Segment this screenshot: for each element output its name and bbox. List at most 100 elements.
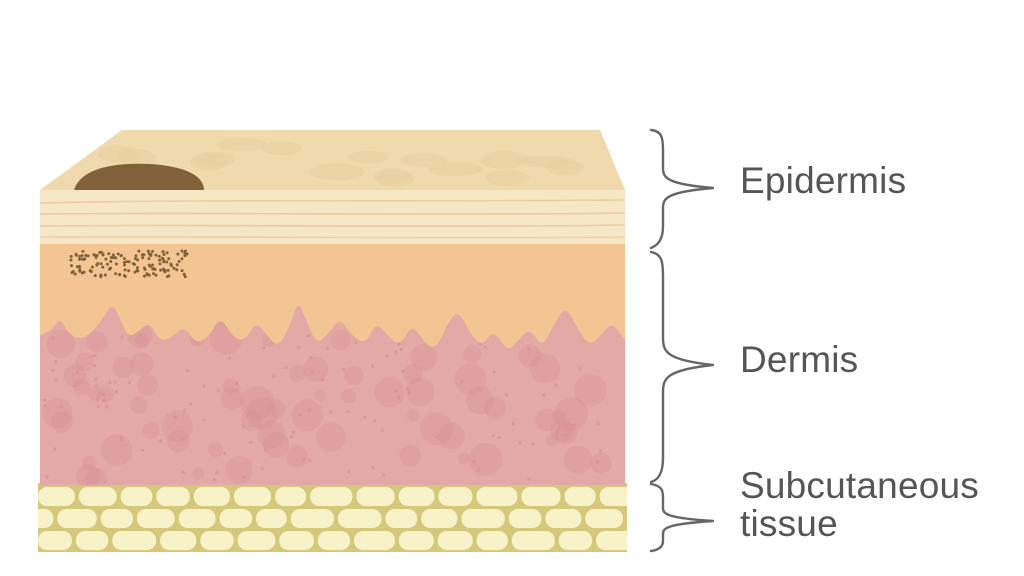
fat-cell xyxy=(237,531,276,550)
melanin-dot xyxy=(154,253,158,257)
melanin-dot xyxy=(183,254,187,258)
dermis-spot xyxy=(406,409,420,422)
fat-cell xyxy=(476,487,518,506)
subcutaneous-label-line2: tissue xyxy=(740,503,838,544)
dermis-dot xyxy=(298,413,302,417)
melanin-dot xyxy=(180,257,184,261)
dermis-dot xyxy=(289,435,294,439)
fat-cell xyxy=(112,531,157,550)
dermis-spot xyxy=(573,374,607,407)
melanin-dot xyxy=(162,252,166,256)
melanin-dot xyxy=(147,263,151,267)
dermis-spot xyxy=(289,364,307,382)
dermis-spot xyxy=(73,378,91,396)
melanin-dot xyxy=(140,253,144,257)
dermis-dot xyxy=(297,345,301,350)
fat-cell xyxy=(100,509,133,528)
dermis-dot xyxy=(527,477,531,481)
dermis-dot xyxy=(380,429,384,433)
melanin-dot xyxy=(78,266,82,270)
melanin-dot xyxy=(127,260,131,264)
dermis-spot xyxy=(130,352,154,376)
dermis-spot xyxy=(76,463,101,485)
dermis-dot xyxy=(248,440,253,444)
dermis-dot xyxy=(92,363,97,368)
melanin-dot xyxy=(154,273,158,277)
epidermis-bracket xyxy=(649,128,715,250)
melanin-dot xyxy=(101,253,105,257)
dermis-dot xyxy=(491,433,496,438)
fat-cell xyxy=(398,487,435,506)
melanin-dot xyxy=(123,263,127,267)
melanin-dot xyxy=(151,263,155,267)
dermis-dot xyxy=(554,383,558,387)
fat-cell xyxy=(78,487,117,506)
epidermis-cell xyxy=(217,137,268,151)
melanin-dot xyxy=(118,273,122,277)
melanin-dot xyxy=(83,257,87,261)
dermis-spot xyxy=(545,433,559,447)
dermis-spot xyxy=(291,399,324,432)
dermis-dot xyxy=(385,354,390,358)
melanin-dot xyxy=(175,268,179,272)
dermis-dot xyxy=(564,433,568,437)
epidermis-stripe xyxy=(39,236,626,239)
dermis-dot xyxy=(94,377,98,381)
melanin-dot xyxy=(133,257,137,261)
fat-cell xyxy=(75,531,109,550)
melanin-dot xyxy=(131,262,135,266)
subcutaneous-label: Subcutaneous tissue xyxy=(740,467,979,543)
melanin-dot xyxy=(114,256,118,260)
dermis-dot xyxy=(526,347,531,351)
dermis-dot xyxy=(241,424,246,429)
melanin-dot xyxy=(70,264,74,268)
epidermis-front-face xyxy=(40,190,625,244)
epidermis-cell xyxy=(194,151,236,167)
fat-cell xyxy=(354,531,395,550)
melanin-dot xyxy=(172,266,176,270)
fat-cell xyxy=(120,487,153,506)
dermis-spot xyxy=(63,364,87,387)
melanin-dot xyxy=(99,262,103,266)
melanin-dot xyxy=(122,257,126,261)
fat-cell xyxy=(437,531,473,550)
melanin-dot xyxy=(92,253,96,257)
fat-cell xyxy=(178,509,216,528)
dermis-spot xyxy=(590,452,612,475)
melanin-dot xyxy=(161,250,165,254)
melanin-dot xyxy=(88,269,92,273)
melanin-dot xyxy=(169,262,173,266)
subcutaneous-layer xyxy=(38,483,627,552)
melanin-dot xyxy=(123,274,127,278)
melanin-dot xyxy=(135,269,139,273)
melanin-dot xyxy=(165,260,169,264)
melanin-dot xyxy=(84,253,88,257)
dermis-dot xyxy=(215,470,219,475)
melanin-dot xyxy=(73,272,77,276)
melanin-dot xyxy=(111,253,115,257)
dermis-dot xyxy=(321,378,325,382)
melanin-dot xyxy=(142,274,146,278)
dermis-label: Dermis xyxy=(740,339,859,380)
melanin-dot xyxy=(114,262,118,266)
dermis-dot xyxy=(43,398,47,402)
dermis-spot xyxy=(142,421,160,439)
dermis-dot xyxy=(595,460,600,464)
epidermis-label: Epidermis xyxy=(740,160,907,201)
melanin-dot xyxy=(183,275,187,279)
fat-cell xyxy=(156,487,190,506)
dermis-dot xyxy=(381,473,385,477)
melanin-dot xyxy=(99,275,103,279)
epidermis-cell xyxy=(480,151,528,169)
epidermis-cell xyxy=(375,170,414,187)
dermis-dot xyxy=(104,405,109,409)
dermis-dot xyxy=(212,478,216,482)
dermis-dot xyxy=(476,467,481,471)
dermis-dot xyxy=(302,458,306,462)
dermis-dot xyxy=(309,356,313,360)
dermis-dot xyxy=(263,448,268,452)
melanin-dot xyxy=(119,254,123,258)
dermis-spot xyxy=(112,356,135,379)
melanin-dot xyxy=(158,262,162,266)
dermis-spot xyxy=(438,422,465,450)
